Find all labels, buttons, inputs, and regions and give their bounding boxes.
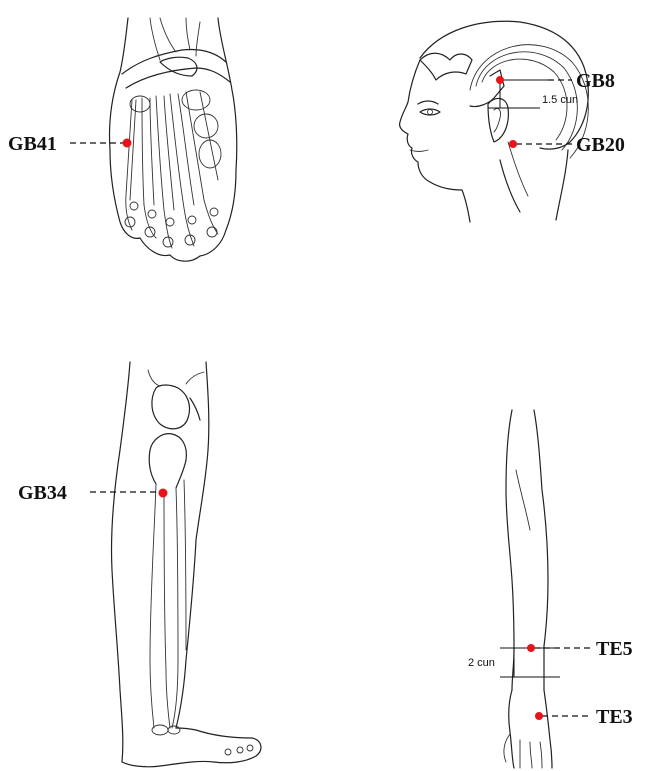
gb8-point xyxy=(496,76,504,84)
leg-illustration xyxy=(111,362,260,767)
arm-measure-label: 2 cun xyxy=(468,657,495,669)
gb34-point xyxy=(159,489,168,498)
gb34-label: GB34 xyxy=(18,482,67,504)
te3-label: TE3 xyxy=(596,706,633,728)
gb20-label: GB20 xyxy=(576,134,625,156)
gb20-point xyxy=(509,140,517,148)
te5-label: TE5 xyxy=(596,638,633,660)
te3-point xyxy=(535,712,543,720)
arm-illustration xyxy=(504,410,552,768)
te5-point xyxy=(527,644,535,652)
gb41-label: GB41 xyxy=(8,133,57,155)
gb8-label: GB8 xyxy=(576,70,615,92)
head-measure-label: 1.5 cun xyxy=(542,94,578,106)
gb41-point xyxy=(123,139,132,148)
head-illustration xyxy=(400,21,589,222)
